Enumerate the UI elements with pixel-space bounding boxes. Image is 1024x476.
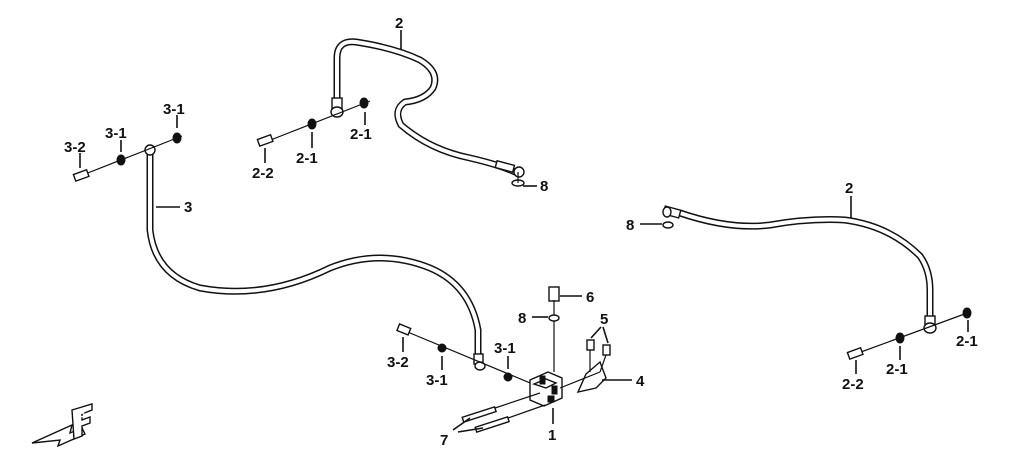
callout-2-1-b: 2-1 <box>296 150 318 167</box>
callout-2-2-b: 2-2 <box>842 376 864 393</box>
bolt-6 <box>548 286 560 315</box>
callout-5: 5 <box>600 311 608 328</box>
bolts-7 <box>461 392 546 433</box>
washer-2-1-a <box>307 118 317 130</box>
callout-3-1-b: 3-1 <box>105 125 127 142</box>
callout-6: 6 <box>586 289 594 306</box>
bolts-5 <box>586 339 611 373</box>
bolt-2-2-a <box>256 133 274 148</box>
washer-3-1-a <box>116 154 126 166</box>
bolt-3-2-a <box>72 168 90 183</box>
callout-1: 1 <box>548 427 556 444</box>
washer-2-1-c <box>895 332 905 344</box>
washer-8-b <box>662 221 674 229</box>
bolt-2-2-b <box>846 346 864 361</box>
callout-2-1-a: 2-1 <box>350 126 372 143</box>
lower-left-fitting-axis <box>396 323 536 386</box>
callout-4: 4 <box>636 373 645 390</box>
junction-block-1 <box>529 371 563 407</box>
callout-3-2-a: 3-2 <box>64 139 86 156</box>
leader-lines <box>79 30 969 433</box>
brake-hose-2-right <box>662 205 937 334</box>
bolt-3-2-b <box>396 323 412 336</box>
callout-3-1-a: 3-1 <box>163 101 185 118</box>
callout-2-top: 2 <box>395 15 403 32</box>
callout-3-1-d: 3-1 <box>494 340 516 357</box>
callout-8-b: 8 <box>626 217 634 234</box>
washer-3-1-d <box>503 372 513 382</box>
callout-7: 7 <box>440 432 448 449</box>
callout-2-1-d: 2-1 <box>956 333 978 350</box>
washer-2-1-d <box>962 307 972 319</box>
callout-2-2-a: 2-2 <box>252 165 274 182</box>
callout-3-1-c: 3-1 <box>426 372 448 389</box>
washer-3-1-b <box>172 132 182 144</box>
brake-hose-2-top <box>330 38 525 178</box>
washer-8-c <box>548 314 560 322</box>
brake-hose-3 <box>144 144 486 371</box>
top-hose-fitting-axis <box>256 97 371 148</box>
callout-2-1-c: 2-1 <box>886 361 908 378</box>
callout-8-a: 8 <box>540 178 548 195</box>
callout-3: 3 <box>184 199 192 216</box>
callout-8-c: 8 <box>518 310 526 327</box>
front-direction-mark <box>31 403 93 448</box>
right-hose-fitting-axis <box>846 307 972 361</box>
left-hose-fitting-axis <box>72 132 183 183</box>
callout-2-right: 2 <box>845 180 853 197</box>
callout-3-2-b: 3-2 <box>387 354 409 371</box>
front-mark-label: F <box>78 411 85 423</box>
washer-3-1-c <box>437 343 447 353</box>
bracket-4 <box>559 360 607 393</box>
washer-2-1-b <box>359 97 369 109</box>
